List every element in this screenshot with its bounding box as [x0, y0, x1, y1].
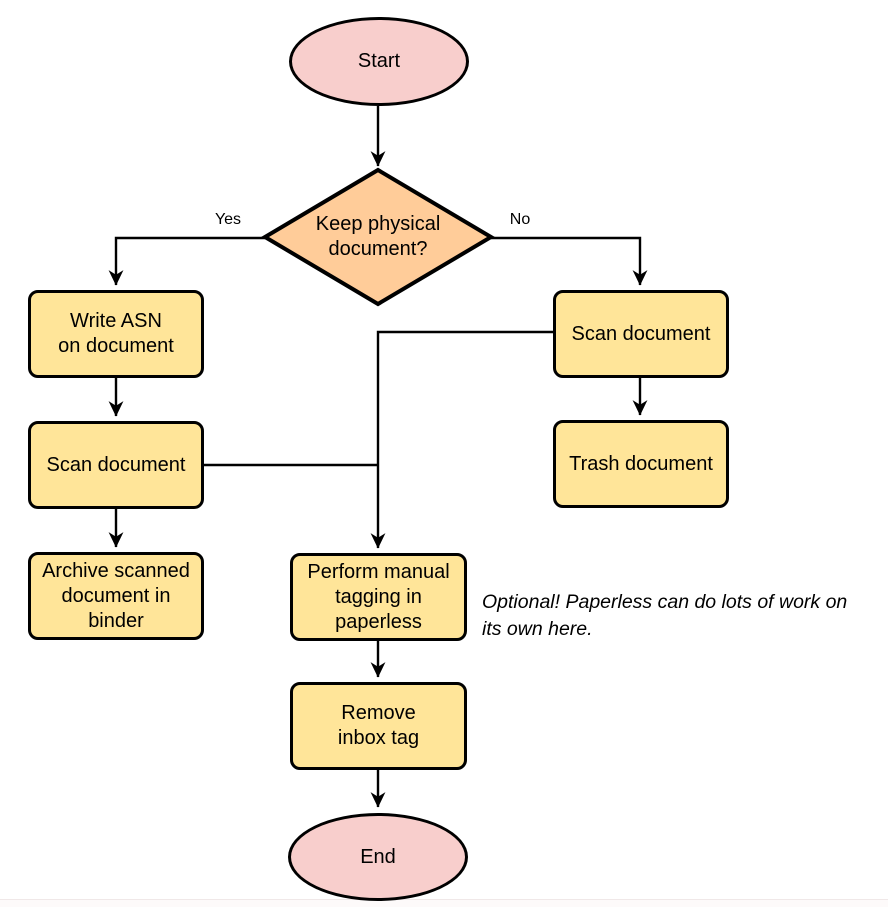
node-archive-binder-label: Archive scanned document in binder	[42, 559, 190, 632]
node-trash-document-label: Trash document	[569, 452, 713, 475]
footer-divider	[0, 899, 888, 900]
node-scan-document-left: Scan document	[28, 421, 204, 509]
node-end: End	[288, 813, 468, 901]
node-trash-document: Trash document	[553, 420, 729, 508]
edge-decision-no-to-scan-right	[491, 236, 648, 286]
annotation-optional-note: Optional! Paperless can do lots of work …	[482, 591, 848, 640]
node-manual-tagging: Perform manual tagging in paperless	[290, 553, 467, 641]
node-archive-binder: Archive scanned document in binder	[28, 552, 204, 640]
node-start-label: Start	[357, 50, 401, 72]
node-decision: Keep physical document?	[261, 166, 495, 308]
edge-decision-yes-to-write-asn	[108, 236, 265, 286]
node-start: Start	[289, 17, 469, 106]
node-end-label: End	[360, 845, 396, 868]
edge-label-yes: Yes	[214, 211, 242, 228]
edge-scan-right-to-tagging	[370, 330, 553, 549]
node-write-asn: Write ASN on document	[28, 290, 204, 378]
node-scan-document-right: Scan document	[553, 290, 729, 378]
decision-diamond-shape	[261, 167, 495, 307]
footer-strip	[0, 900, 888, 907]
node-manual-tagging-label: Perform manual tagging in paperless	[307, 560, 450, 633]
node-scan-document-right-label: Scan document	[571, 322, 711, 345]
node-scan-document-left-label: Scan document	[46, 453, 186, 476]
node-remove-inbox-tag-label: Remove inbox tag	[337, 702, 420, 749]
node-remove-inbox-tag: Remove inbox tag	[290, 682, 467, 770]
node-decision-label: Keep physical document?	[315, 213, 441, 260]
node-write-asn-label: Write ASN on document	[58, 310, 174, 357]
edge-label-no: No	[509, 211, 531, 228]
